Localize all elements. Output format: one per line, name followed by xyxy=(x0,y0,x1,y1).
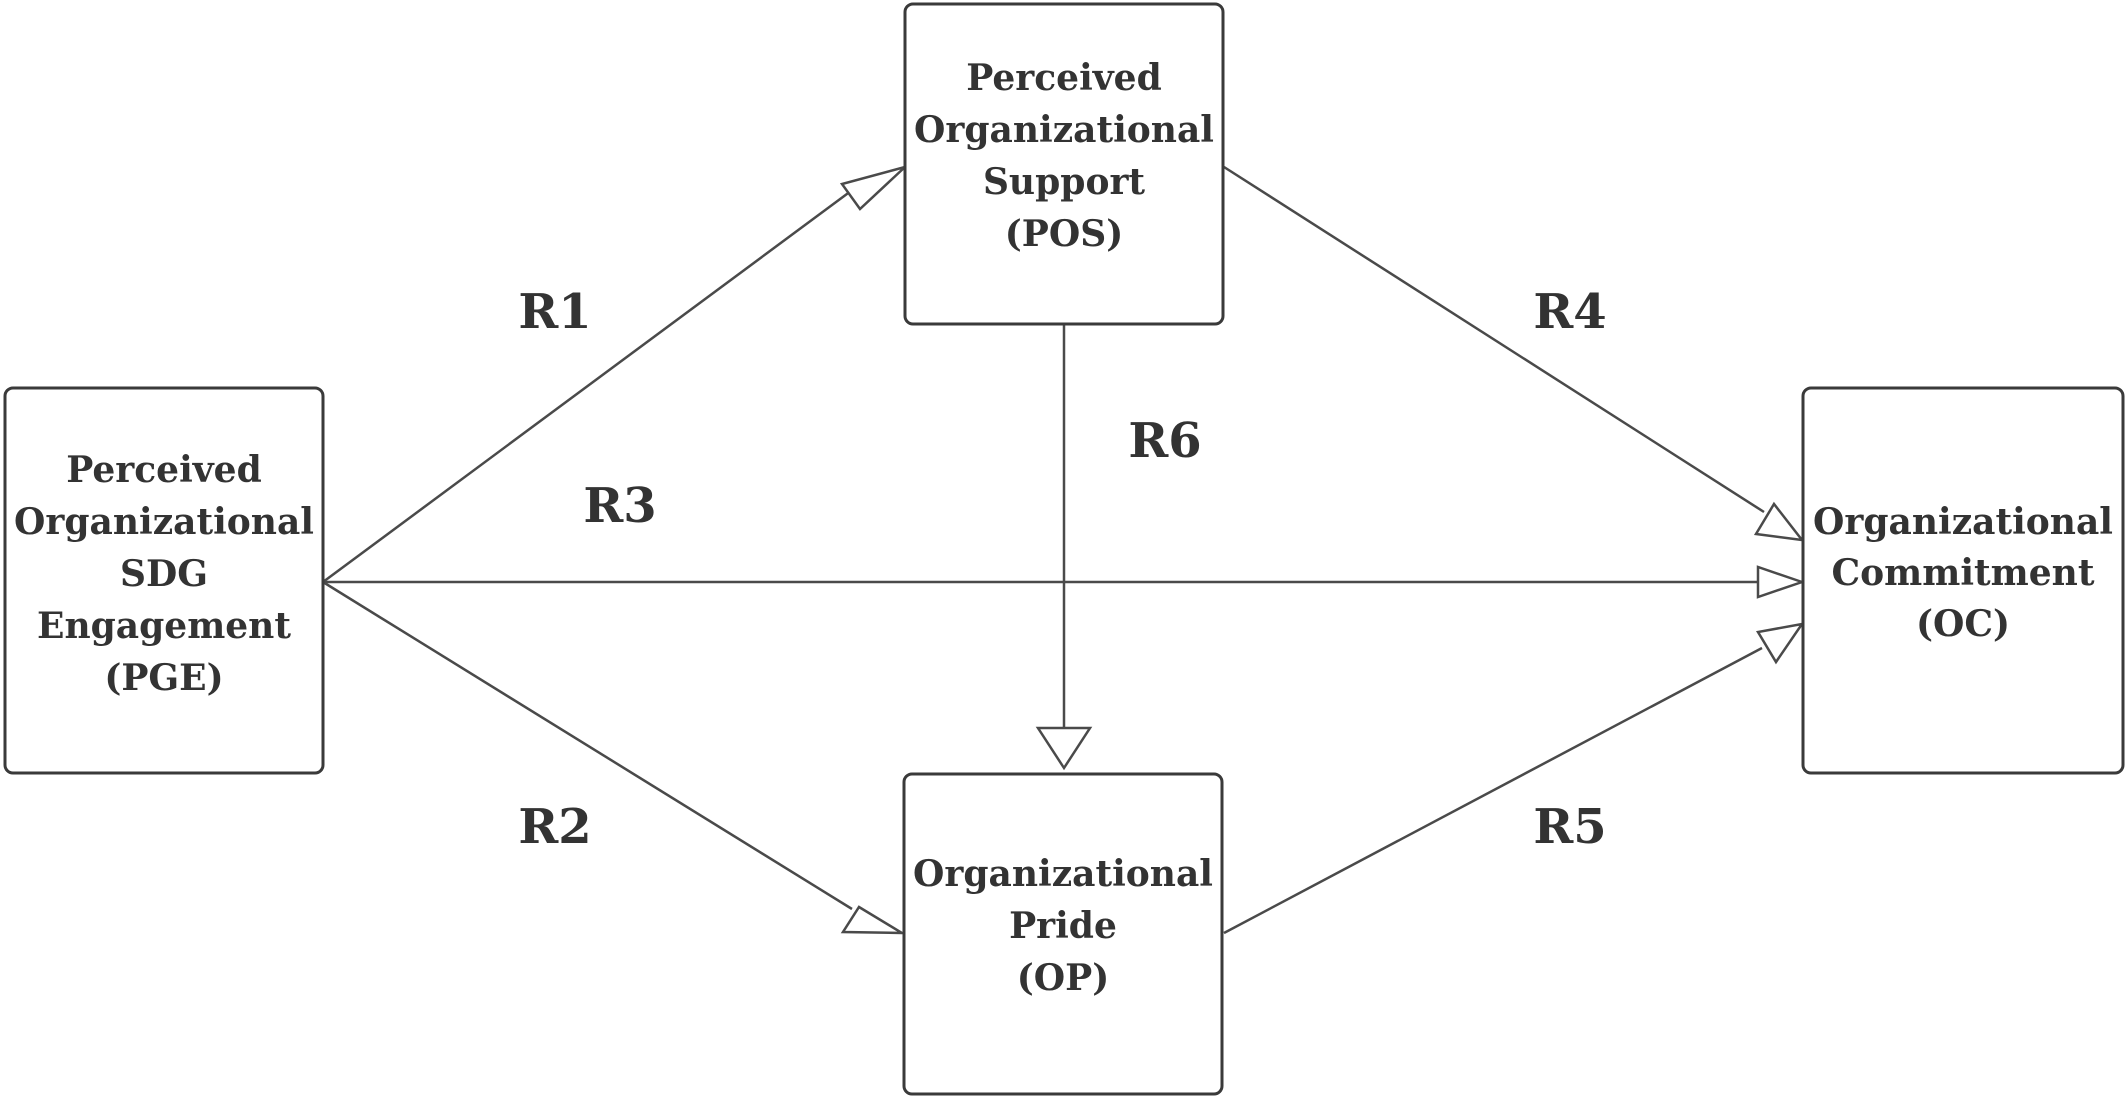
edge-r5-line xyxy=(1223,646,1763,935)
node-pos-line-3: Support xyxy=(983,161,1145,203)
edge-r3-pge-to-oc xyxy=(323,565,1806,599)
node-pge-line-3: SDG xyxy=(120,553,208,595)
node-op-box xyxy=(902,772,1224,1096)
edge-r4-line xyxy=(1223,165,1765,514)
node-op-line-3: (OP) xyxy=(1017,957,1110,999)
node-oc-line-3: (OC) xyxy=(1916,603,2010,645)
edge-r1-pge-to-pos xyxy=(322,165,906,584)
edge-r4-arrowhead xyxy=(1753,501,1805,542)
edge-r1-label: R1 xyxy=(518,284,591,340)
node-pos-line-4: (POS) xyxy=(1005,213,1124,255)
node-pge-line-5: (PGE) xyxy=(104,657,223,699)
edge-r5-op-to-oc xyxy=(1223,622,1805,935)
edge-r4-label: R4 xyxy=(1533,284,1606,340)
edge-labels: R1 R2 R3 R4 R5 R6 xyxy=(518,284,1606,855)
edges xyxy=(322,165,1806,935)
node-pos-box xyxy=(903,2,1225,326)
edge-r3-label: R3 xyxy=(583,478,656,534)
edge-r2-line xyxy=(322,580,853,911)
edge-r6-arrowhead xyxy=(1035,726,1093,771)
node-pge-box xyxy=(3,386,325,775)
node-op: Organizational Pride (OP) xyxy=(902,772,1224,1096)
node-pos-line-1: Perceived xyxy=(966,57,1161,99)
node-op-line-2: Pride xyxy=(1009,905,1117,947)
edge-r6-pos-to-op xyxy=(1035,325,1093,771)
node-oc: Organizational Commitment (OC) xyxy=(1801,386,2125,775)
edge-r5-label: R5 xyxy=(1533,799,1606,855)
edge-r6-label: R6 xyxy=(1128,413,1201,469)
node-op-line-1: Organizational xyxy=(913,853,1213,895)
node-oc-box xyxy=(1801,386,2125,775)
node-pge-line-2: Organizational xyxy=(14,501,314,543)
edge-r1-line xyxy=(322,186,856,584)
nodes: Perceived Organizational SDG Engagement … xyxy=(3,2,2125,1096)
edge-r1-arrowhead xyxy=(839,165,906,211)
edge-r2-label: R2 xyxy=(518,799,591,855)
node-pos: Perceived Organizational Support (POS) xyxy=(903,2,1225,326)
edge-r4-pos-to-oc xyxy=(1223,165,1805,542)
edge-r3-arrowhead xyxy=(1756,565,1806,599)
edge-r5-arrowhead xyxy=(1755,622,1805,665)
node-pge-line-4: Engagement xyxy=(37,605,291,647)
node-oc-line-2: Commitment xyxy=(1832,552,2095,594)
edge-r2-pge-to-op xyxy=(322,580,907,935)
node-pge: Perceived Organizational SDG Engagement … xyxy=(3,386,325,775)
edge-r2-arrowhead xyxy=(840,905,907,935)
node-oc-line-1: Organizational xyxy=(1813,501,2113,543)
node-pge-line-1: Perceived xyxy=(66,449,261,491)
node-pos-line-2: Organizational xyxy=(914,109,1214,151)
